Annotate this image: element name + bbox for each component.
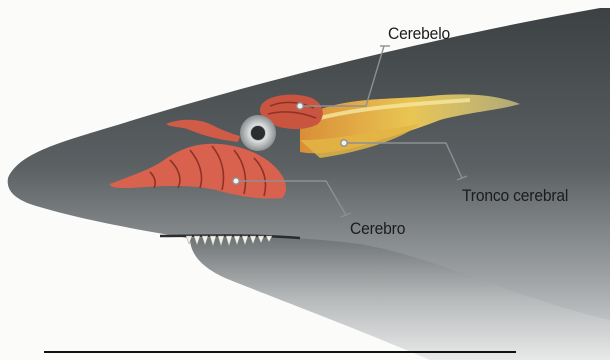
shark-eye-pupil — [251, 126, 265, 140]
label-cerebelo: Cerebelo — [388, 24, 450, 44]
label-cerebro: Cerebro — [350, 219, 405, 239]
label-tronco-cerebral: Tronco cerebral — [462, 186, 568, 206]
